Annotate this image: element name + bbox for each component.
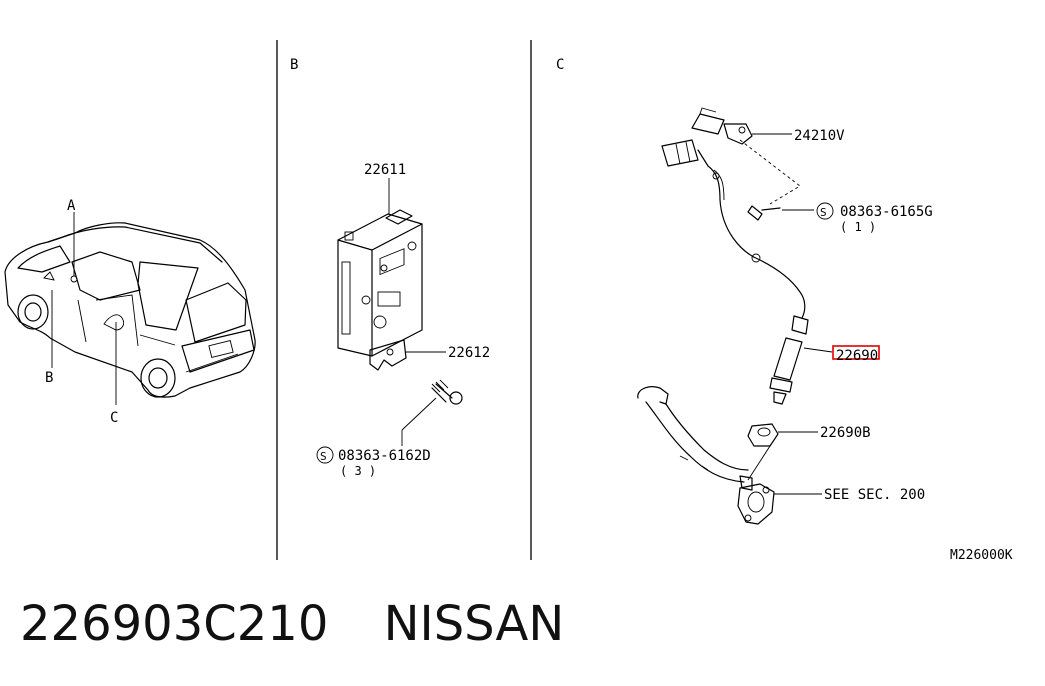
label-22690B: 22690B	[820, 425, 871, 441]
vehicle-illustration	[4, 212, 256, 405]
drawing-id: M226000K	[950, 548, 1013, 563]
label-22611: 22611	[364, 162, 406, 178]
label-see-sec-200: SEE SEC. 200	[824, 487, 925, 503]
section-b-label: B	[45, 370, 53, 386]
label-22612: 22612	[448, 345, 490, 361]
screw-b-callout: S 08363-6162D ( 3 )	[316, 446, 431, 478]
label-08363-6165G: 08363-6165G	[840, 204, 933, 220]
label-24210V: 24210V	[794, 128, 845, 144]
panel-c-title: C	[556, 57, 564, 73]
panel-b-title: B	[290, 57, 298, 73]
brand-name: NISSAN	[383, 596, 565, 652]
control-unit-illustration	[337, 178, 463, 446]
part-number: 226903C210	[20, 596, 329, 652]
s-mark-b: S	[320, 450, 327, 463]
part-caption: 226903C210 NISSAN	[20, 596, 564, 652]
section-a-label: A	[67, 198, 76, 214]
label-08363-6162D: 08363-6162D	[338, 448, 431, 464]
s-mark-c: S	[820, 206, 827, 219]
label-22690[interactable]: 22690	[836, 348, 878, 364]
section-c-car-label: C	[110, 410, 118, 426]
screw-c-callout: S 08363-6165G ( 1 )	[816, 202, 933, 234]
parts-diagram: A B C B 22611 22612 S 08	[4, 40, 1013, 563]
oxygen-sensor-illustration	[637, 107, 833, 525]
highlight-box-22690	[832, 345, 880, 360]
label-screw-b-qty: ( 3 )	[340, 464, 376, 478]
label-screw-c-qty: ( 1 )	[840, 220, 876, 234]
